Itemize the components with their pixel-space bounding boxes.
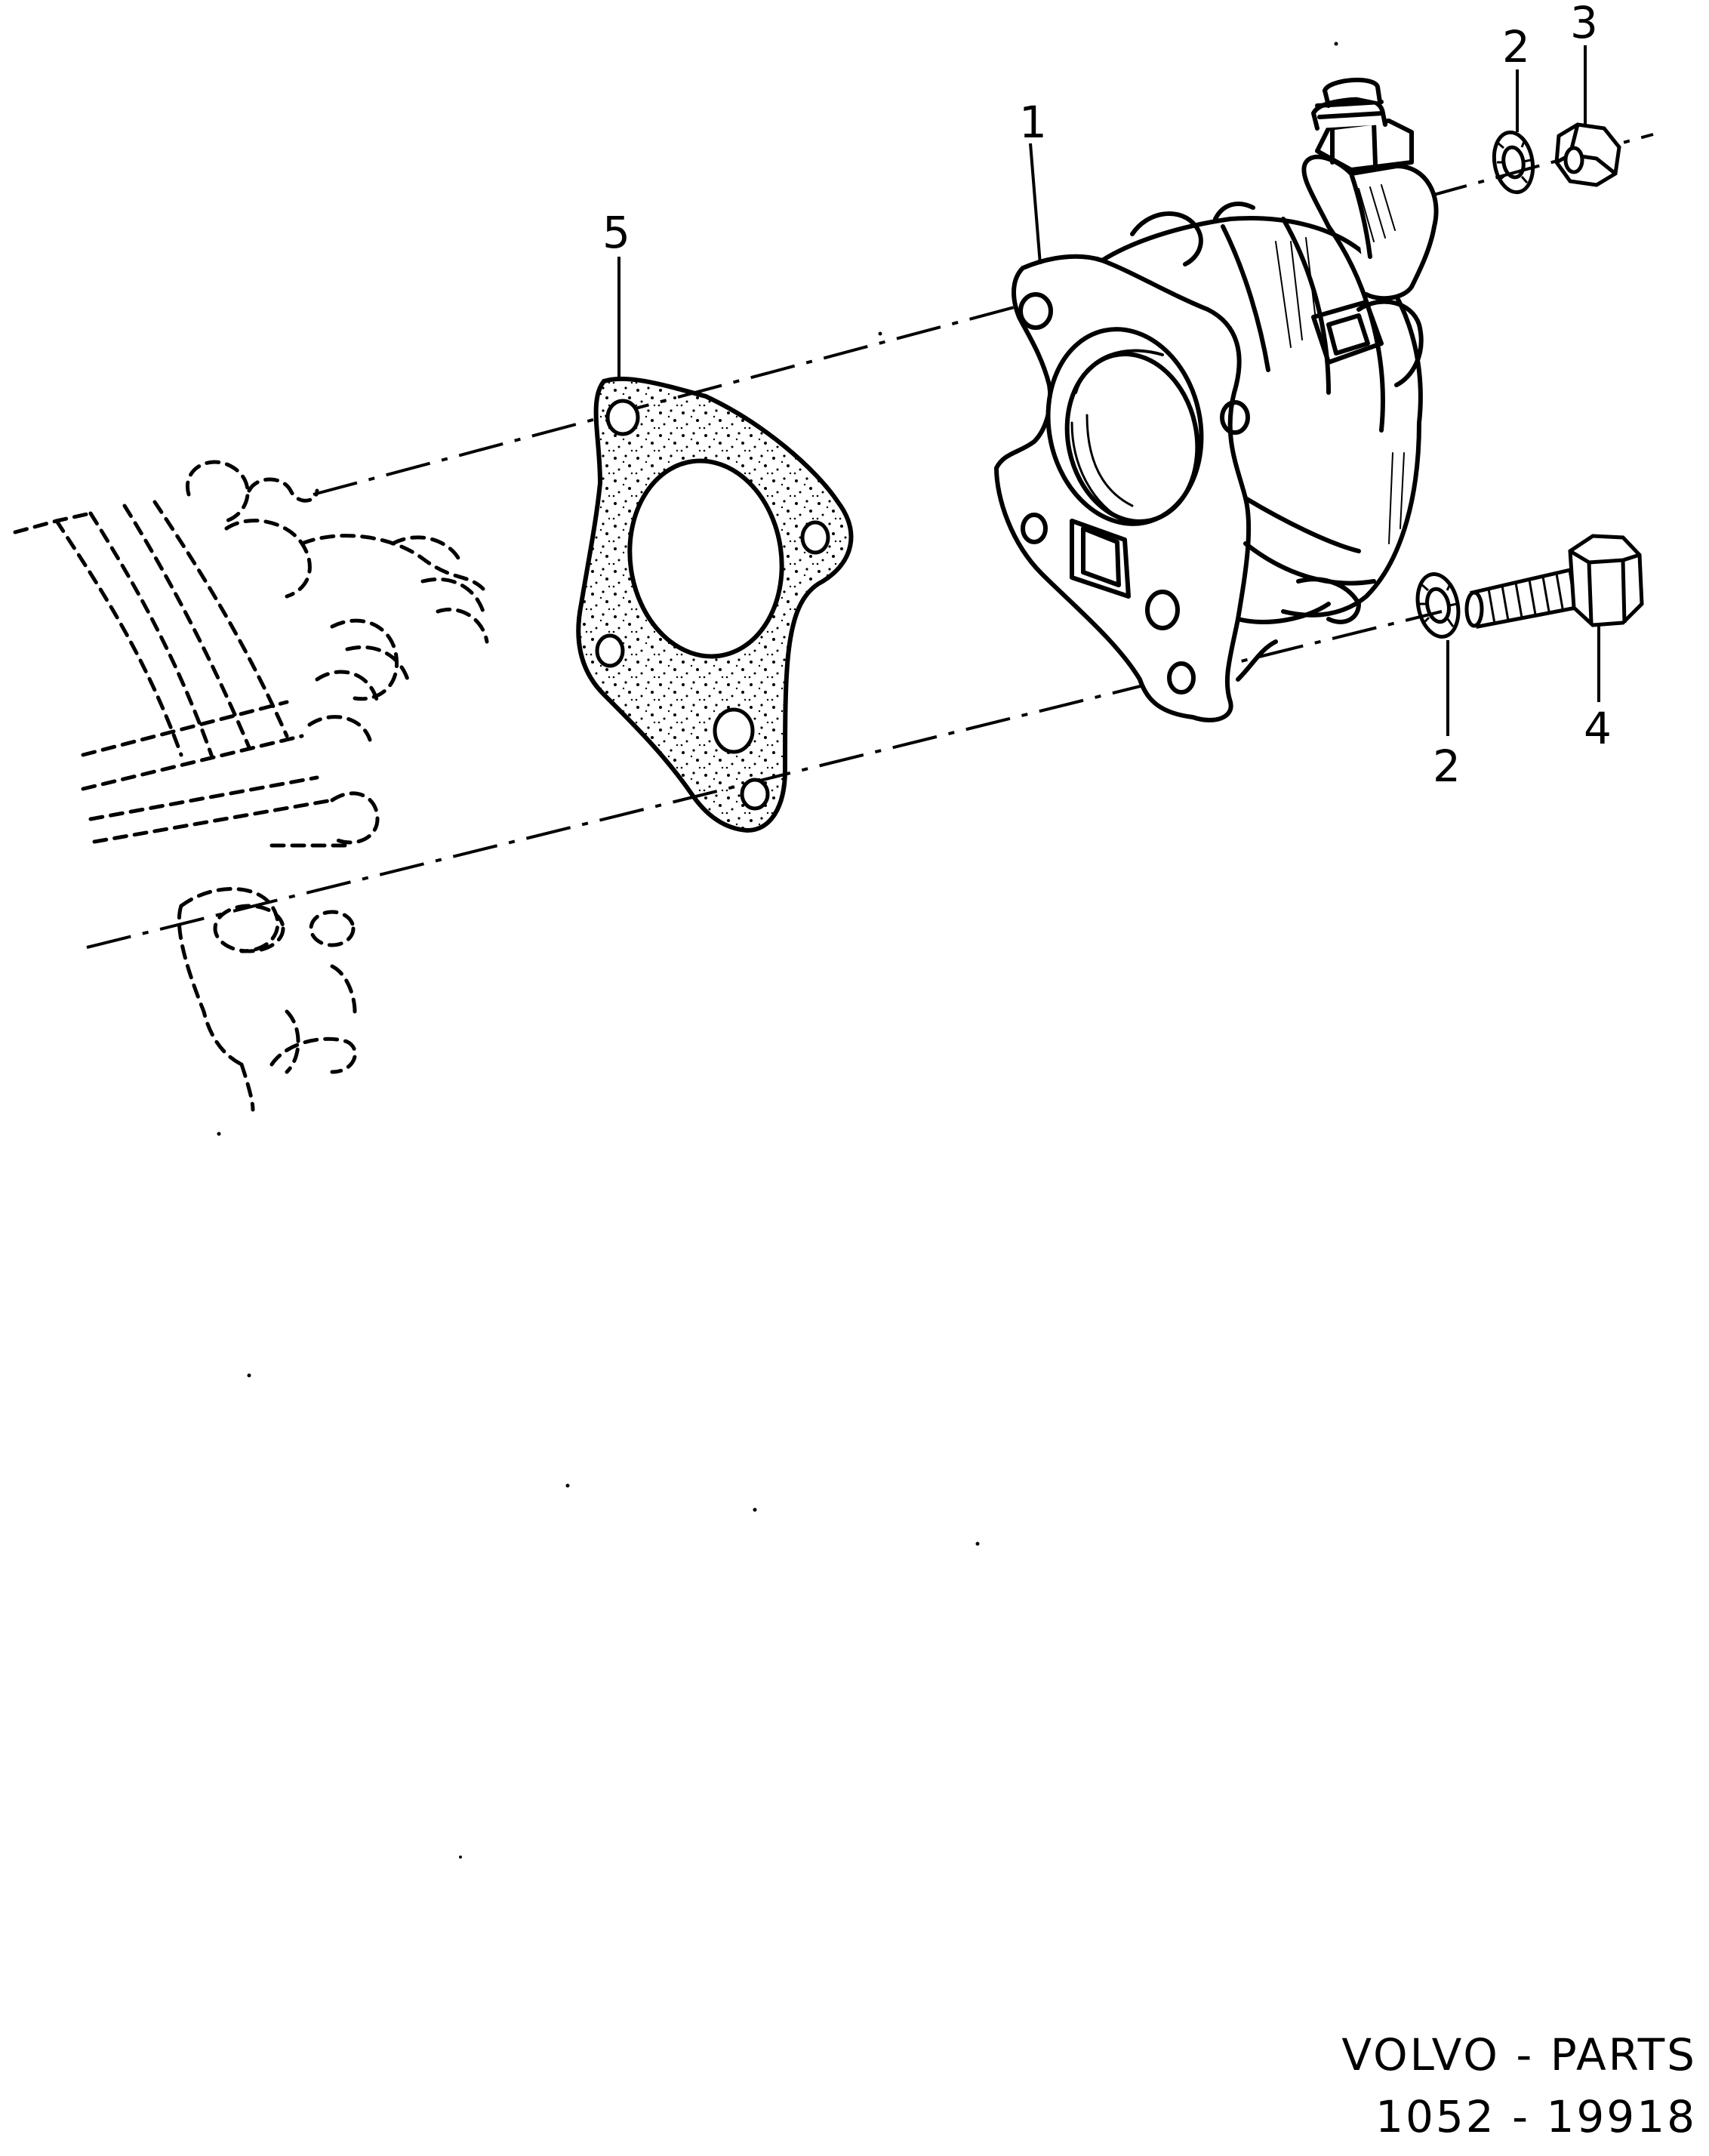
lock-washer-bottom xyxy=(1415,572,1461,639)
alignment-line-nut xyxy=(1422,133,1654,199)
engine-block-outline xyxy=(13,460,489,1112)
lock-washer-top xyxy=(1492,130,1535,195)
callout-part-4: 4 xyxy=(1584,703,1612,754)
gasket-center-bore xyxy=(627,458,784,659)
hex-nut xyxy=(1554,122,1621,187)
callout-part-2-bottom: 2 xyxy=(1433,741,1461,792)
scan-specks xyxy=(217,42,1338,1859)
callout-part-5: 5 xyxy=(602,207,630,258)
gasket xyxy=(576,376,854,833)
vacuum-pump xyxy=(994,77,1439,722)
leader-line-part-1 xyxy=(1029,143,1042,265)
alignment-line-upper xyxy=(313,300,1035,496)
callout-part-3: 3 xyxy=(1570,0,1598,48)
callout-part-1: 1 xyxy=(1019,97,1047,148)
hex-bolt xyxy=(1464,534,1644,629)
footer-reference-number: 1052 - 19918 xyxy=(1375,2091,1697,2142)
footer-brand: VOLVO - PARTS xyxy=(1341,2029,1697,2081)
leader-lines xyxy=(617,45,1600,736)
callout-part-2-top: 2 xyxy=(1502,21,1530,72)
